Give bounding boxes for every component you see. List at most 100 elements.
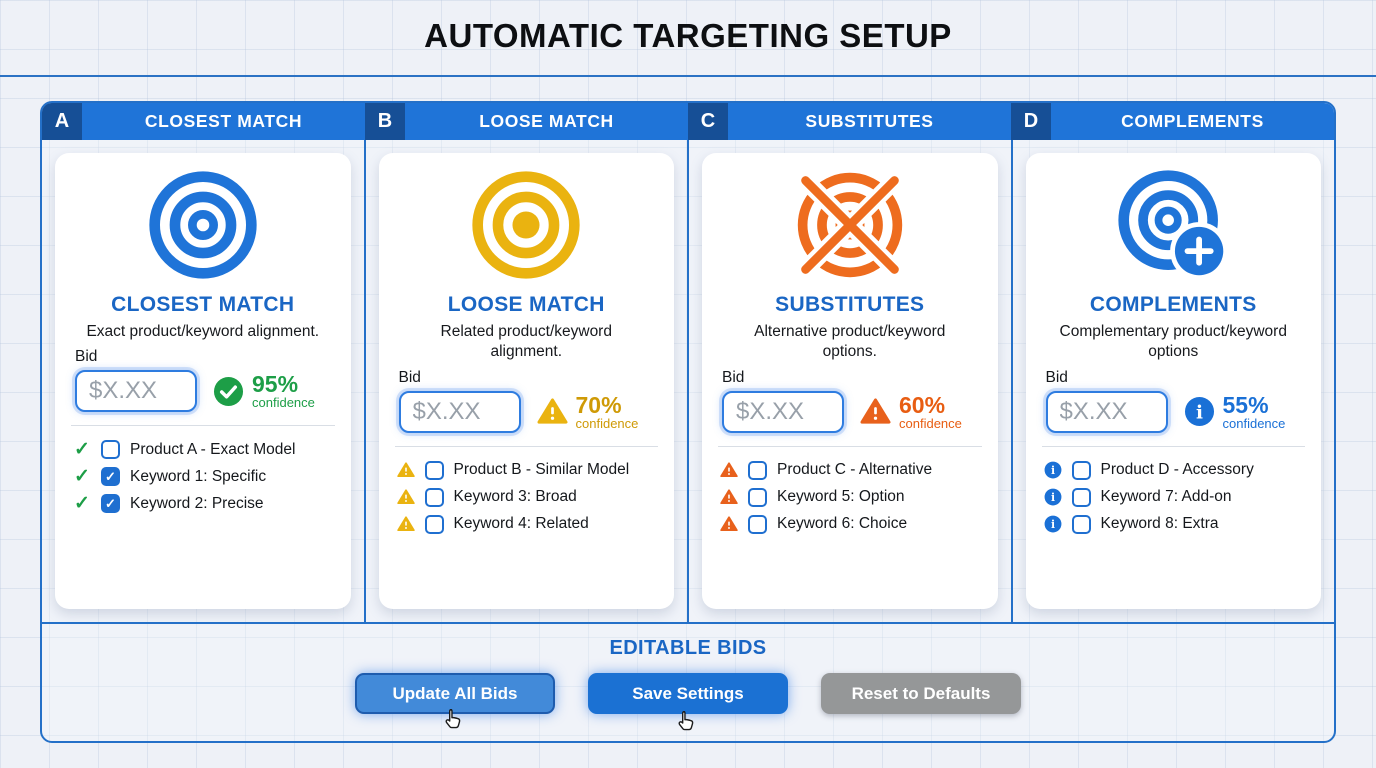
list-item: Product C - Alternative bbox=[720, 460, 980, 480]
checkbox[interactable] bbox=[101, 467, 120, 487]
card-description: Related product/keyword alignment. bbox=[440, 323, 612, 361]
info-circle-icon: i bbox=[1044, 488, 1061, 506]
column-substitutes: SUBSTITUTES Alternative product/keyword … bbox=[689, 140, 1013, 622]
list-item: i Product D - Accessory bbox=[1044, 460, 1304, 480]
checkbox[interactable] bbox=[748, 514, 767, 534]
card-title: COMPLEMENTS bbox=[1089, 293, 1257, 316]
confidence-label: confidence bbox=[899, 415, 962, 431]
confidence-indicator: i 55% confidence bbox=[1184, 391, 1285, 431]
item-label: Keyword 5: Option bbox=[777, 488, 905, 506]
item-label: Keyword 2: Precise bbox=[130, 494, 264, 512]
check-icon: ✓ bbox=[74, 466, 90, 488]
bid-input[interactable] bbox=[1045, 390, 1168, 433]
warning-triangle-icon bbox=[396, 516, 415, 532]
confidence-value: 55% bbox=[1222, 391, 1269, 418]
card-divider bbox=[394, 445, 658, 447]
cards-row: CLOSEST MATCH Exact product/keyword alig… bbox=[42, 140, 1334, 622]
warning-triangle-icon bbox=[536, 398, 568, 425]
info-circle-icon: i bbox=[1044, 461, 1061, 479]
badge-d: D bbox=[1011, 103, 1051, 140]
checkbox[interactable] bbox=[101, 494, 120, 514]
item-label: Product A - Exact Model bbox=[130, 440, 296, 458]
column-header-substitutes: C SUBSTITUTES bbox=[688, 103, 1011, 140]
update-all-bids-button[interactable]: Update All Bids bbox=[355, 673, 555, 729]
svg-text:i: i bbox=[1050, 464, 1054, 477]
card-complements: COMPLEMENTS Complementary product/keywor… bbox=[1025, 153, 1321, 609]
column-header-loose-match: B LOOSE MATCH bbox=[365, 103, 688, 140]
save-settings-button[interactable]: Save Settings bbox=[588, 673, 788, 731]
confidence-indicator: 70% confidence bbox=[536, 393, 638, 431]
card-description: Complementary product/keyword options bbox=[1059, 323, 1287, 361]
column-header-label: CLOSEST MATCH bbox=[144, 111, 303, 131]
checkbox[interactable] bbox=[1071, 514, 1091, 534]
checkbox[interactable] bbox=[101, 440, 120, 460]
info-circle-icon: i bbox=[1044, 515, 1061, 533]
list-item: ✓ Keyword 1: Specific bbox=[73, 466, 333, 488]
column-closest-match: CLOSEST MATCH Exact product/keyword alig… bbox=[42, 140, 366, 622]
card-title: SUBSTITUTES bbox=[775, 293, 925, 316]
badge-c: C bbox=[688, 103, 728, 140]
bid-block: Bid i 55% confidence bbox=[1042, 369, 1306, 433]
list-item: Keyword 4: Related bbox=[396, 514, 657, 534]
confidence-value: 95% bbox=[252, 371, 299, 398]
bid-label: Bid bbox=[1045, 368, 1068, 386]
card-description: Exact product/keyword alignment. bbox=[86, 323, 320, 340]
item-label: Keyword 6: Choice bbox=[777, 515, 908, 533]
list-item: Keyword 3: Broad bbox=[396, 487, 657, 507]
column-complements: COMPLEMENTS Complementary product/keywor… bbox=[1013, 140, 1335, 622]
bid-input[interactable] bbox=[398, 390, 521, 433]
item-label: Keyword 1: Specific bbox=[130, 467, 267, 485]
hand-cursor-icon bbox=[445, 709, 461, 729]
checkbox[interactable] bbox=[424, 460, 444, 480]
item-label: Keyword 4: Related bbox=[453, 515, 589, 533]
target-plus-icon bbox=[1118, 170, 1229, 281]
check-circle-icon bbox=[213, 376, 244, 406]
svg-text:i: i bbox=[1050, 518, 1054, 531]
bid-input[interactable] bbox=[722, 390, 844, 433]
hand-cursor-icon bbox=[678, 711, 694, 731]
item-label: Keyword 3: Broad bbox=[453, 488, 577, 506]
confidence-label: confidence bbox=[252, 395, 315, 411]
info-circle-icon: i bbox=[1184, 397, 1214, 427]
reset-to-defaults-button[interactable]: Reset to Defaults bbox=[821, 673, 1021, 714]
button-label: Reset to Defaults bbox=[851, 683, 991, 703]
svg-text:i: i bbox=[1196, 403, 1203, 424]
checkbox[interactable] bbox=[1071, 487, 1091, 507]
bid-block: Bid 60% confidence bbox=[718, 369, 982, 433]
checkbox[interactable] bbox=[748, 460, 767, 480]
list-item: ✓ Product A - Exact Model bbox=[73, 440, 333, 460]
button-row: Update All Bids Save Settings Reset to D… bbox=[42, 673, 1334, 731]
column-headers: A CLOSEST MATCH B LOOSE MATCH C SUBSTITU… bbox=[42, 103, 1334, 140]
column-header-label: LOOSE MATCH bbox=[479, 111, 614, 131]
card-divider bbox=[71, 425, 335, 427]
badge-b: B bbox=[365, 103, 405, 140]
item-label: Keyword 8: Extra bbox=[1100, 515, 1219, 533]
bid-label: Bid bbox=[722, 368, 745, 386]
targeting-panel: A CLOSEST MATCH B LOOSE MATCH C SUBSTITU… bbox=[40, 101, 1336, 743]
column-header-closest-match: A CLOSEST MATCH bbox=[42, 103, 365, 140]
warning-triangle-icon bbox=[860, 398, 891, 425]
checklist: Product B - Similar Model Keyword 3: Bro… bbox=[395, 453, 659, 542]
header-divider bbox=[0, 75, 1376, 77]
column-loose-match: LOOSE MATCH Related product/keyword alig… bbox=[366, 140, 689, 622]
card-substitutes: SUBSTITUTES Alternative product/keyword … bbox=[702, 153, 998, 609]
column-header-complements: D COMPLEMENTS bbox=[1011, 103, 1334, 140]
checkbox[interactable] bbox=[424, 514, 444, 534]
badge-a: A bbox=[42, 103, 82, 140]
list-item: ✓ Keyword 2: Precise bbox=[73, 494, 333, 514]
list-item: i Keyword 7: Add-on bbox=[1044, 487, 1304, 507]
warning-triangle-icon bbox=[396, 489, 415, 505]
checkbox[interactable] bbox=[1071, 460, 1091, 480]
list-item: Product B - Similar Model bbox=[396, 460, 657, 480]
confidence-indicator: 60% confidence bbox=[860, 393, 962, 431]
warning-triangle-icon bbox=[720, 516, 738, 532]
footer-section: EDITABLE BIDS Update All Bids Save Setti… bbox=[42, 622, 1334, 741]
checkbox[interactable] bbox=[748, 487, 767, 507]
list-item: Keyword 5: Option bbox=[720, 487, 980, 507]
bid-input[interactable] bbox=[75, 370, 197, 413]
list-item: i Keyword 8: Extra bbox=[1044, 514, 1304, 534]
card-divider bbox=[718, 445, 982, 447]
checkbox[interactable] bbox=[424, 487, 444, 507]
target-bullseye-icon bbox=[149, 171, 257, 279]
bid-block: Bid 95% confidence bbox=[71, 348, 335, 413]
